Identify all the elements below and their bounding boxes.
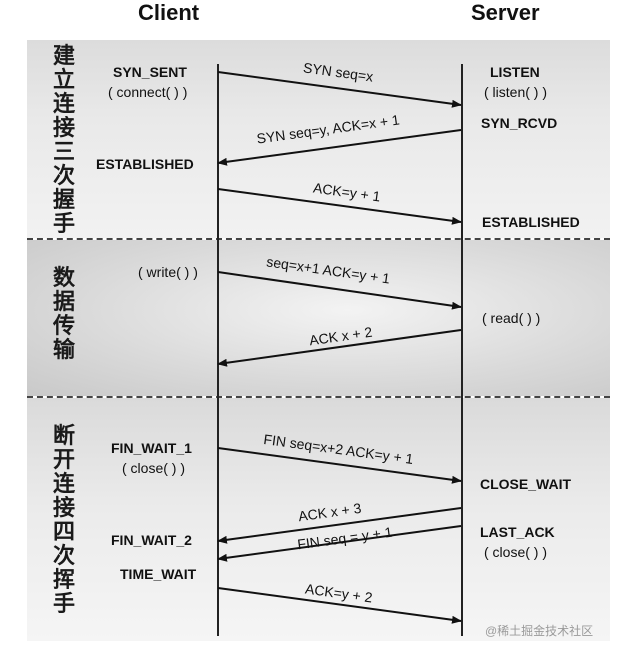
arrow-ack-fin-2 xyxy=(217,587,462,624)
client-state-fin-wait-2: FIN_WAIT_2 xyxy=(111,532,192,548)
client-state-syn-sent: SYN_SENT xyxy=(113,64,187,80)
client-call-connect: ( connect( ) ) xyxy=(108,84,188,100)
section-label-transfer: 数据传输 xyxy=(52,265,75,362)
server-call-read: ( read( ) ) xyxy=(482,310,541,326)
client-header: Client xyxy=(138,0,200,25)
arrow-ack-fin-1 xyxy=(217,507,462,544)
arrow-syn xyxy=(217,71,462,108)
arrow-fin-1 xyxy=(217,447,462,484)
server-state-established: ESTABLISHED xyxy=(482,214,580,230)
server-lifeline xyxy=(461,64,463,636)
section-label-handshake: 建立连接三次握手 xyxy=(52,43,75,236)
arrow-ack xyxy=(217,188,462,225)
teardown-panel xyxy=(27,398,610,641)
client-lifeline xyxy=(217,64,219,636)
client-call-close: ( close( ) ) xyxy=(122,460,185,476)
section-divider-2 xyxy=(27,396,610,398)
arrow-fin-2 xyxy=(217,525,462,562)
server-call-listen: ( listen( ) ) xyxy=(484,84,547,100)
client-state-fin-wait-1: FIN_WAIT_1 xyxy=(111,440,192,456)
transfer-panel xyxy=(27,240,610,396)
server-state-listen: LISTEN xyxy=(490,64,540,80)
section-divider-1 xyxy=(27,238,610,240)
server-call-close: ( close( ) ) xyxy=(484,544,547,560)
server-state-last-ack: LAST_ACK xyxy=(480,524,555,540)
handshake-panel xyxy=(27,40,610,238)
server-state-syn-rcvd: SYN_RCVD xyxy=(481,115,558,131)
arrow-data xyxy=(217,271,462,310)
arrow-data-ack xyxy=(217,329,462,367)
client-call-write: ( write( ) ) xyxy=(138,264,198,280)
section-label-teardown: 断开连接四次挥手 xyxy=(52,423,75,616)
watermark: @稀土掘金技术社区 xyxy=(485,624,594,638)
server-header: Server xyxy=(471,0,540,25)
server-state-close-wait: CLOSE_WAIT xyxy=(480,476,572,492)
client-state-established: ESTABLISHED xyxy=(96,156,194,172)
client-state-time-wait: TIME_WAIT xyxy=(120,566,197,582)
arrow-syn-ack xyxy=(217,129,462,166)
